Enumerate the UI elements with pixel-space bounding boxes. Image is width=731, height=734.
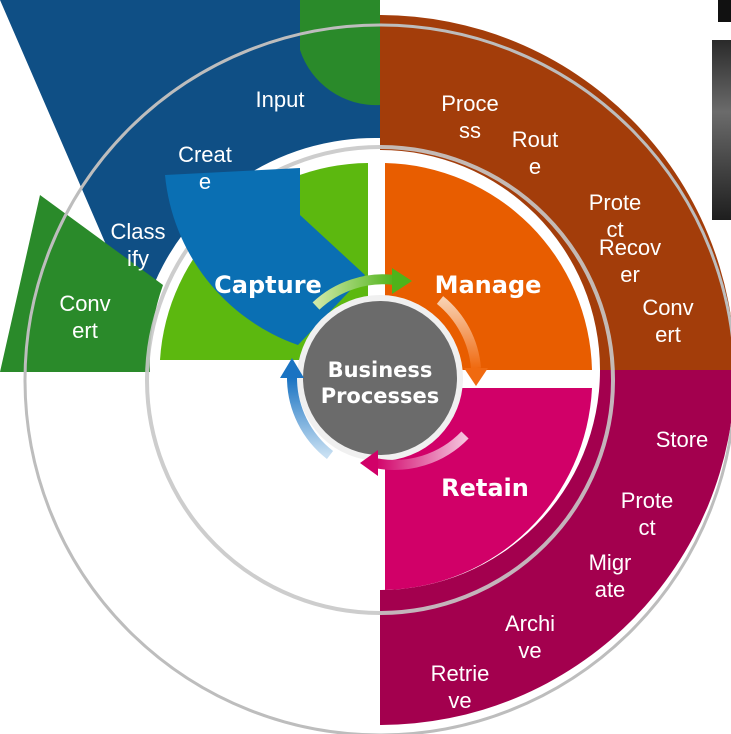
retain-item-retrieve: Retrie ve <box>430 661 490 713</box>
manage-item-convert: Conv ert <box>642 295 694 347</box>
manage-item-protect: Prote ct <box>588 190 642 242</box>
manage-item-process: Proce ss <box>441 91 499 143</box>
retain-item-migrate: Migr ate <box>588 550 632 602</box>
manage-item-recover: Recov er <box>598 235 662 287</box>
retain-item-protect: Prote ct <box>620 488 674 540</box>
manage-outer-segment <box>380 15 731 370</box>
outer-ring <box>23 23 731 734</box>
top-right-bar <box>718 0 731 22</box>
capture-outer-convert-segment <box>0 195 163 372</box>
inner-ring <box>145 145 615 615</box>
capture-item-classify: Class ify <box>110 219 166 271</box>
capture-outer-segment <box>0 0 380 300</box>
retain-item-store: Store <box>655 427 709 452</box>
retain-outer-segment <box>380 370 731 725</box>
capture-item-create: Creat e <box>178 142 232 194</box>
capture-item-convert: Conv ert <box>59 291 111 343</box>
phase-manage-label: Manage <box>434 271 542 299</box>
manage-item-route: Rout e <box>511 127 559 179</box>
cycle-arrows-icon <box>280 268 488 476</box>
retain-item-archive: Archi ve <box>504 611 556 663</box>
capture-item-input: Input <box>255 87 305 112</box>
phase-retain-label: Retain <box>441 474 529 502</box>
center-label: Business Processes <box>320 358 440 408</box>
background-photo <box>712 40 731 220</box>
phase-capture-label: Capture <box>214 271 322 299</box>
